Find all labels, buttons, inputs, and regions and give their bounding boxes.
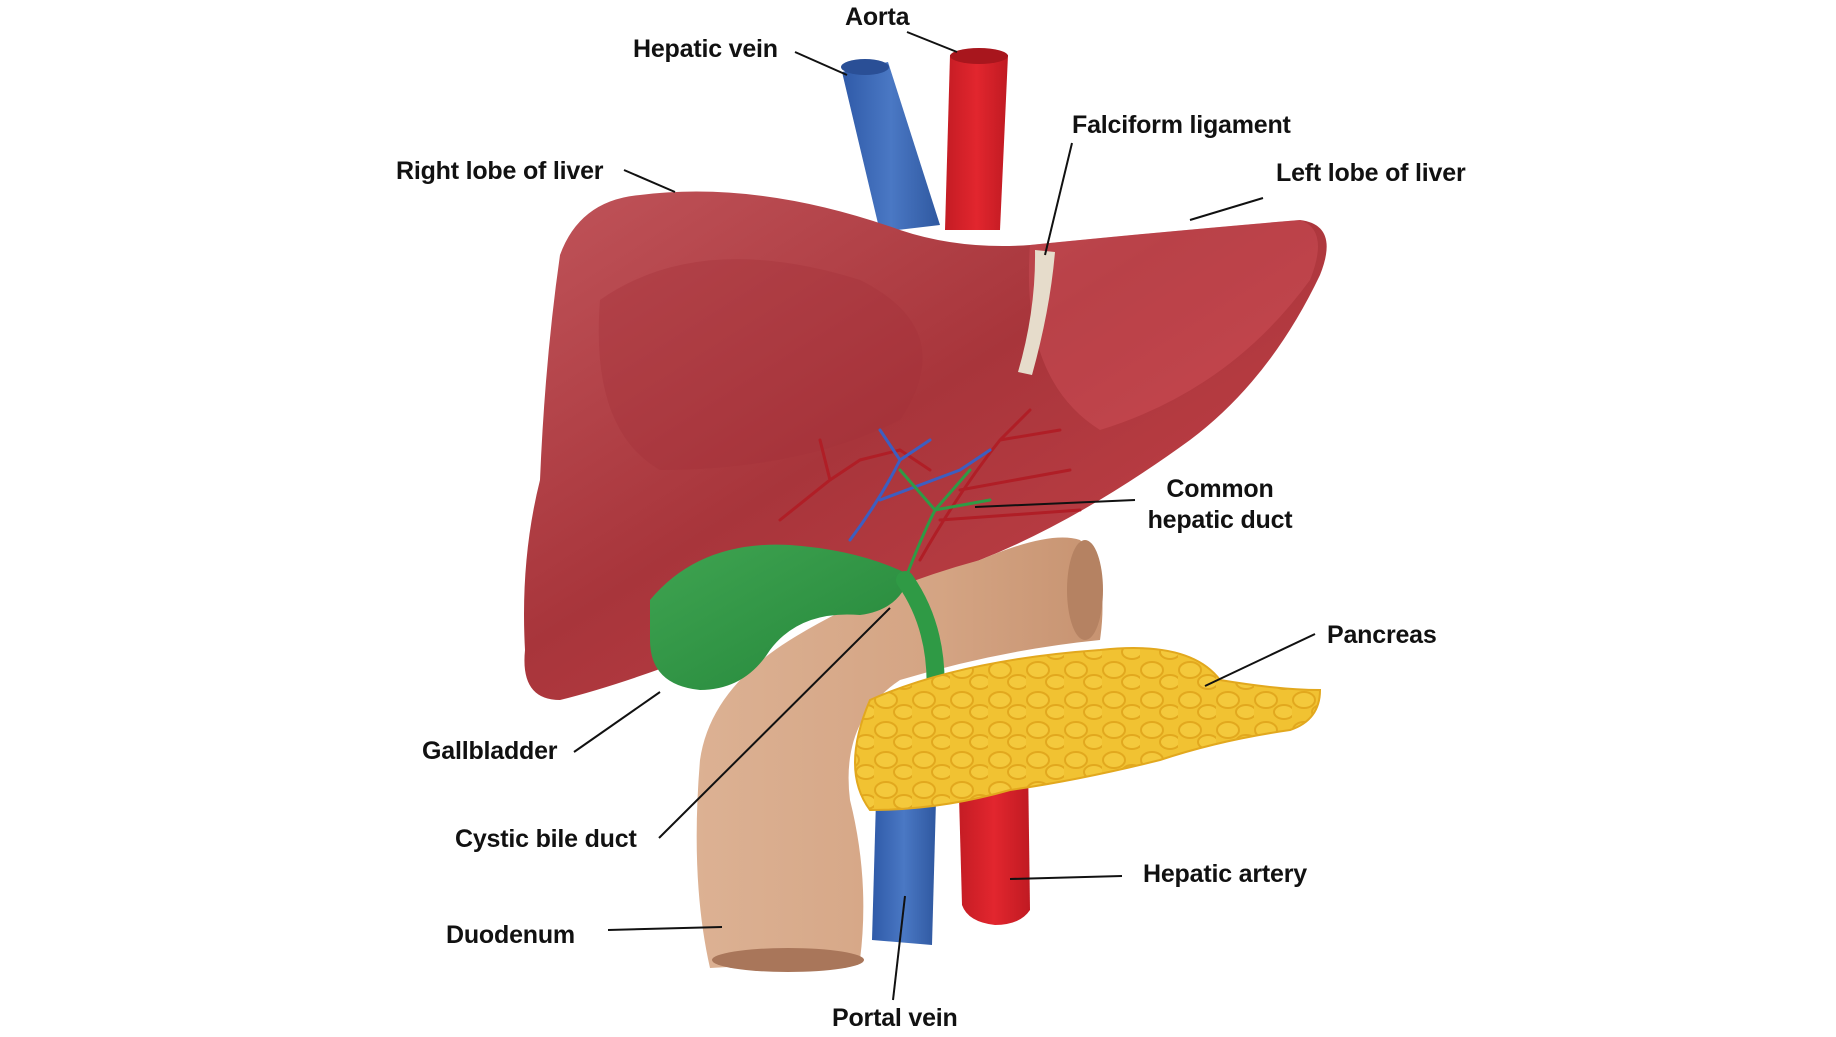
leader-common-hepatic-duct xyxy=(974,499,1136,508)
label-right-lobe: Right lobe of liver xyxy=(396,157,604,185)
hepatic-artery-lower xyxy=(958,760,1030,925)
hepatic-vein-upper xyxy=(841,59,940,232)
leader-cystic-bile-duct xyxy=(658,607,891,839)
leader-left-lobe xyxy=(1189,197,1264,221)
aorta-upper xyxy=(945,48,1008,230)
label-hepatic-artery: Hepatic artery xyxy=(1143,860,1307,888)
portal-vein-lower xyxy=(872,800,936,945)
leader-hepatic-artery xyxy=(1009,875,1123,880)
pancreas xyxy=(854,647,1322,812)
duodenum xyxy=(696,537,1103,972)
label-pancreas: Pancreas xyxy=(1327,621,1437,649)
label-common-hepatic-duct: Common hepatic duct xyxy=(1145,474,1295,536)
label-hepatic-vein: Hepatic vein xyxy=(633,35,778,63)
label-falciform-ligament: Falciform ligament xyxy=(1072,111,1291,139)
label-common-hepatic-duct-line1: Common xyxy=(1166,475,1274,503)
label-cystic-bile-duct: Cystic bile duct xyxy=(455,825,637,853)
leader-duodenum xyxy=(607,926,723,931)
leader-falciform xyxy=(1044,142,1073,256)
label-gallbladder: Gallbladder xyxy=(422,737,558,765)
falciform-ligament xyxy=(1018,250,1055,375)
label-portal-vein: Portal vein xyxy=(832,1004,958,1032)
label-left-lobe: Left lobe of liver xyxy=(1276,159,1466,187)
leader-right-lobe xyxy=(623,169,676,193)
leader-hepatic-vein xyxy=(794,51,848,76)
leader-lines xyxy=(573,31,1316,1001)
label-common-hepatic-duct-line2: hepatic duct xyxy=(1147,506,1293,534)
label-aorta: Aorta xyxy=(845,3,910,31)
leader-pancreas xyxy=(1204,633,1316,687)
label-duodenum: Duodenum xyxy=(446,921,575,949)
leader-aorta xyxy=(906,31,958,53)
leader-gallbladder xyxy=(573,691,661,753)
intrahepatic-branches xyxy=(778,408,1082,582)
leader-portal-vein xyxy=(892,895,906,1001)
